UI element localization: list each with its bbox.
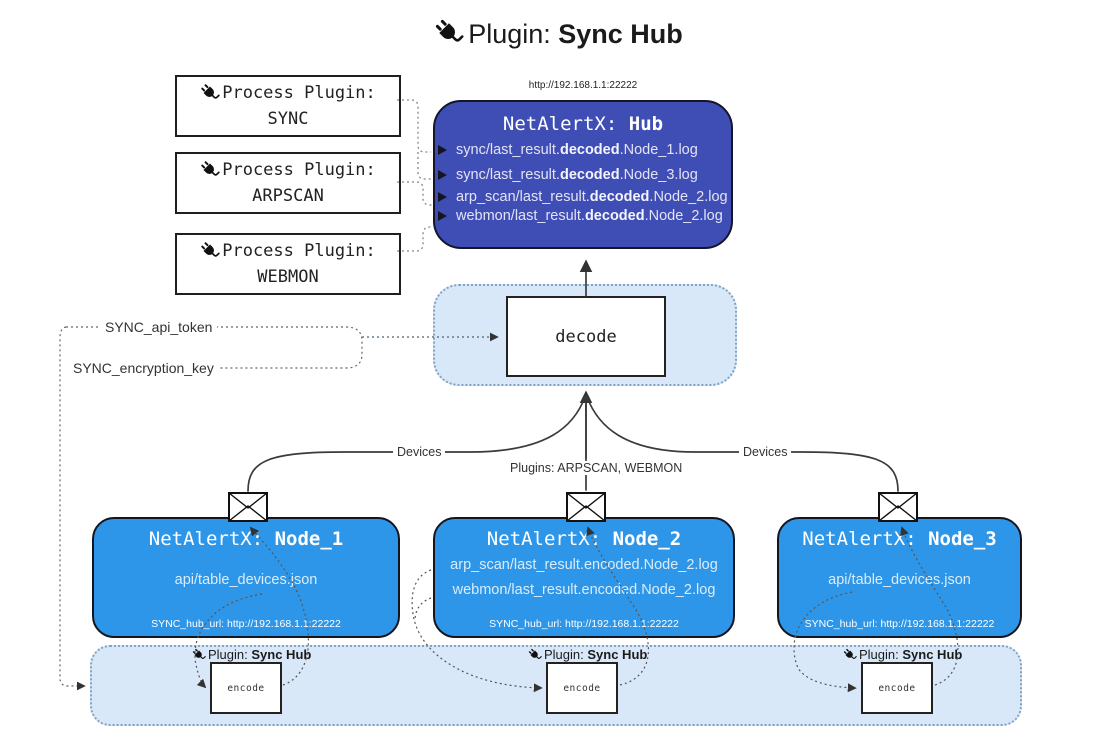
encoder-label: Plugin: Sync Hub <box>192 647 311 662</box>
node-file: api/table_devices.json <box>828 572 971 588</box>
sync-encryption-key-label: SYNC_encryption_key <box>68 360 219 376</box>
process-plugin-name: WEBMON <box>257 267 319 287</box>
process-plugin-name: SYNC <box>267 109 309 129</box>
node-hub-url: SYNC_hub_url: http://192.168.1.1:22222 <box>489 618 679 630</box>
arrow-right-icon <box>438 145 447 155</box>
node-3-box: NetAlertX: Node_3 api/table_devices.json… <box>777 517 1022 638</box>
process-plugin-label: Process Plugin: <box>222 241 376 261</box>
hub-box: NetAlertX: Hub sync/last_result.decoded.… <box>433 100 733 249</box>
encoder-label: Plugin: Sync Hub <box>843 647 962 662</box>
edge-sync-to-hubline2 <box>417 152 431 180</box>
devices-label-right: Devices <box>739 445 792 459</box>
edge-token-left-down <box>59 326 86 691</box>
hub-file-line: sync/last_result.decoded.Node_1.log <box>438 142 731 158</box>
page-title: Plugin: Sync Hub <box>0 18 1117 50</box>
envelope-icon <box>566 492 606 522</box>
decode-box: decode <box>506 296 666 377</box>
hub-file-line: webmon/last_result.decoded.Node_2.log <box>438 208 731 224</box>
sync-api-token-label: SYNC_api_token <box>100 319 218 335</box>
process-plugin-name: ARPSCAN <box>252 186 324 206</box>
encode-box: encode <box>546 662 618 714</box>
process-plugin-label: Process Plugin: <box>222 160 376 180</box>
plug-icon <box>201 84 220 99</box>
encoder-label: Plugin: Sync Hub <box>528 647 647 662</box>
plug-icon <box>843 648 857 659</box>
plug-icon <box>436 19 464 42</box>
node-file: arp_scan/last_result.encoded.Node_2.log <box>450 557 718 573</box>
hub-file-line: sync/last_result.decoded.Node_3.log <box>438 167 731 183</box>
hub-file-line: arp_scan/last_result.decoded.Node_2.log <box>438 189 731 205</box>
edge-arpscan-to-hubline3 <box>397 181 433 206</box>
edge-webmon-to-hubline4 <box>397 226 433 252</box>
plug-icon <box>528 648 542 659</box>
edge-node2-file2-to-encode2 <box>414 597 432 622</box>
arrow-right-icon <box>438 170 447 180</box>
edge-sync-to-hubline1 <box>397 99 431 153</box>
node-2-box: NetAlertX: Node_2 arp_scan/last_result.e… <box>433 517 735 638</box>
encode-box: encode <box>210 662 282 714</box>
plug-icon <box>192 648 206 659</box>
node-file: api/table_devices.json <box>174 572 318 588</box>
node-title: NetAlertX: Node_1 <box>148 528 344 550</box>
plugins-label-mid: Plugins: ARPSCAN, WEBMON <box>506 461 687 475</box>
process-plugin-arpscan: Process Plugin: ARPSCAN <box>175 152 401 214</box>
title-name: Sync Hub <box>558 19 683 49</box>
edge-node1-devices <box>247 396 586 492</box>
node-file: webmon/last_result.encoded.Node_2.log <box>452 582 716 598</box>
process-plugin-sync: Process Plugin: SYNC <box>175 75 401 137</box>
node-title: NetAlertX: Node_3 <box>802 528 997 550</box>
hub-url: http://192.168.1.1:22222 <box>528 80 638 91</box>
plug-icon <box>201 161 220 176</box>
node-title: NetAlertX: Node_2 <box>486 528 682 550</box>
hub-title: NetAlertX: Hub <box>502 113 664 135</box>
plug-icon <box>201 242 220 257</box>
envelope-icon <box>878 492 918 522</box>
node-1-box: NetAlertX: Node_1 api/table_devices.json… <box>92 517 400 638</box>
title-prefix: Plugin: <box>468 19 551 49</box>
edge-node3-devices <box>586 396 899 492</box>
node-hub-url: SYNC_hub_url: http://192.168.1.1:22222 <box>151 618 341 630</box>
process-plugin-webmon: Process Plugin: WEBMON <box>175 233 401 295</box>
encode-box: encode <box>861 662 933 714</box>
envelope-icon <box>228 492 268 522</box>
devices-label-left: Devices <box>393 445 446 459</box>
arrow-right-icon <box>438 192 447 202</box>
process-plugin-label: Process Plugin: <box>222 83 376 103</box>
arrow-right-icon <box>438 211 447 221</box>
node-hub-url: SYNC_hub_url: http://192.168.1.1:22222 <box>804 618 995 630</box>
